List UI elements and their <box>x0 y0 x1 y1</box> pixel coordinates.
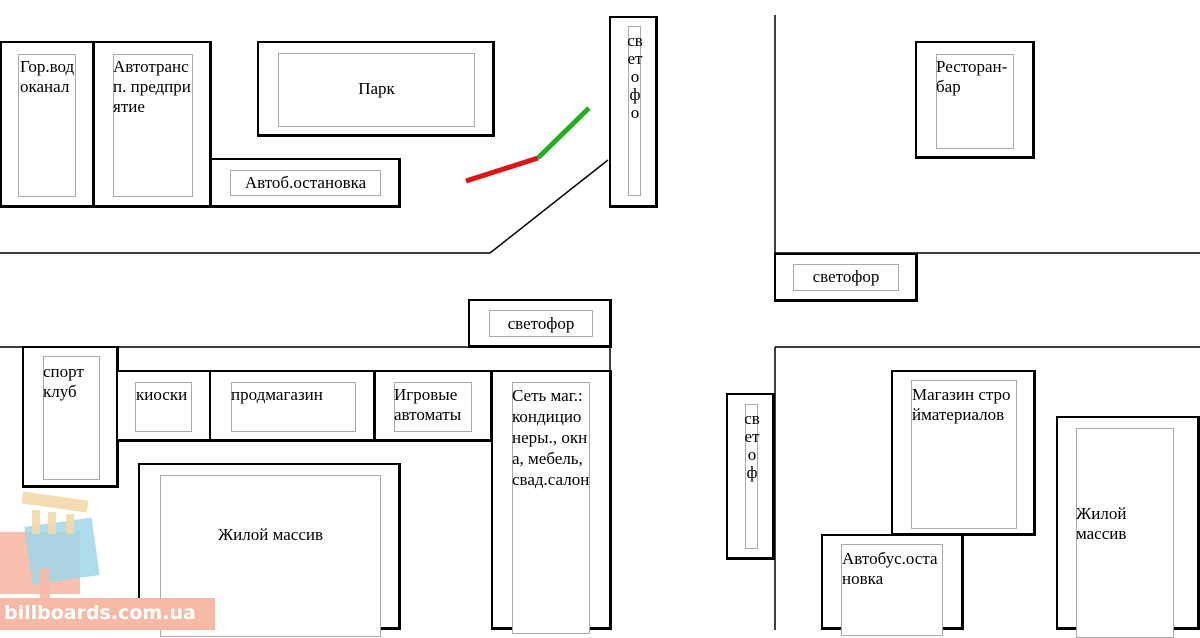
traffic-light-right: светофор <box>774 253 918 302</box>
bus-stop-bottom-label: Автобус.остановка <box>842 549 938 588</box>
bus-stop-bottom: Автобус.остановка <box>821 534 964 636</box>
building-avtotrans: Автотрансп. предприятие <box>93 41 212 208</box>
building-slot-machines: Игровые автоматы <box>374 370 493 442</box>
sport-club-label: спорт клуб <box>43 362 84 401</box>
building-restaurant: Ресторан-бар <box>915 41 1035 159</box>
bus-stop-top: Автоб.остановка <box>210 158 401 208</box>
billboards-logo <box>0 491 100 598</box>
building-kiosks: киоски <box>116 370 212 442</box>
slot-machines-label: Игровые автоматы <box>394 385 462 424</box>
traffic-light-bottom-label: светоф <box>744 409 760 482</box>
building-materials: Магазин стройматериалов <box>891 370 1036 536</box>
building-materials-label: Магазин стройматериалов <box>912 385 1011 424</box>
vodokanal-label: Гор.водоканал <box>20 57 75 96</box>
route-green-segment <box>536 106 591 160</box>
building-grocery: продмагазин <box>209 370 376 442</box>
building-vodokanal: Гор.водоканал <box>0 41 95 208</box>
traffic-light-top-label: светофо <box>627 31 643 122</box>
building-park: Парк <box>257 41 495 137</box>
watermark-text: billboards.com.ua <box>0 598 215 630</box>
avtotrans-label: Автотрансп. предприятие <box>113 57 191 116</box>
traffic-light-right-label: светофор <box>812 267 880 286</box>
traffic-light-center: светофор <box>468 299 612 348</box>
residential-right-label: Жилой массив <box>1076 504 1127 543</box>
store-chain-label: Сеть маг.: кондиционеры., окна, мебель, … <box>512 386 590 489</box>
park-label: Парк <box>358 79 395 98</box>
building-store-chain: Сеть маг.: кондиционеры., окна, мебель, … <box>491 370 612 634</box>
traffic-light-center-label: светофор <box>507 314 575 333</box>
traffic-light-top: светофо <box>609 16 658 208</box>
route-red-segment <box>465 155 539 184</box>
bus-stop-top-label: Автоб.остановка <box>244 173 367 192</box>
traffic-light-bottom: светоф <box>726 393 775 560</box>
restaurant-label: Ресторан-бар <box>936 57 1008 96</box>
building-residential-right: Жилой массив <box>1056 416 1200 638</box>
road-diagonal <box>489 159 609 254</box>
residential-left-label: Жилой массив <box>217 525 324 544</box>
building-sport-club: спорт клуб <box>22 346 119 488</box>
kiosks-label: киоски <box>136 385 188 404</box>
grocery-label: продмагазин <box>231 385 323 404</box>
